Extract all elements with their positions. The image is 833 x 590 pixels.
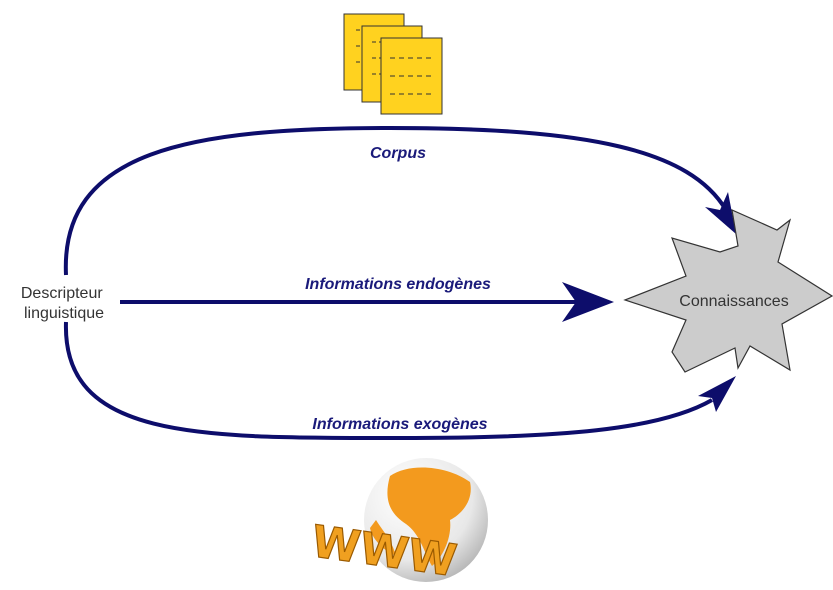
endogenous-arrowhead: [562, 282, 614, 322]
corpus-arrow: [63, 125, 728, 276]
corpus-label: Corpus: [370, 145, 426, 162]
document-stack-icon: [343, 13, 443, 115]
corpus-arrowhead: [705, 192, 736, 234]
endogenous-label: Informations endogènes: [305, 276, 491, 293]
source-node-line: linguistique: [24, 305, 104, 322]
source-node-line: Descripteur: [21, 285, 103, 302]
exogenous-arrow: [63, 321, 713, 441]
www-globe-icon: WWW: [308, 458, 488, 588]
document-sheet: [380, 37, 443, 115]
exogenous-arrowhead: [698, 376, 736, 412]
knowledge-node-label: Connaissances: [679, 293, 788, 310]
knowledge-star-shape: [623, 208, 833, 373]
globe-continent: [370, 520, 396, 556]
knowledge-node: Connaissances: [623, 208, 833, 373]
source-node-label: Descripteur linguistique: [21, 285, 107, 322]
exogenous-label: Informations exogènes: [312, 416, 487, 433]
globe-continent: [387, 467, 471, 566]
